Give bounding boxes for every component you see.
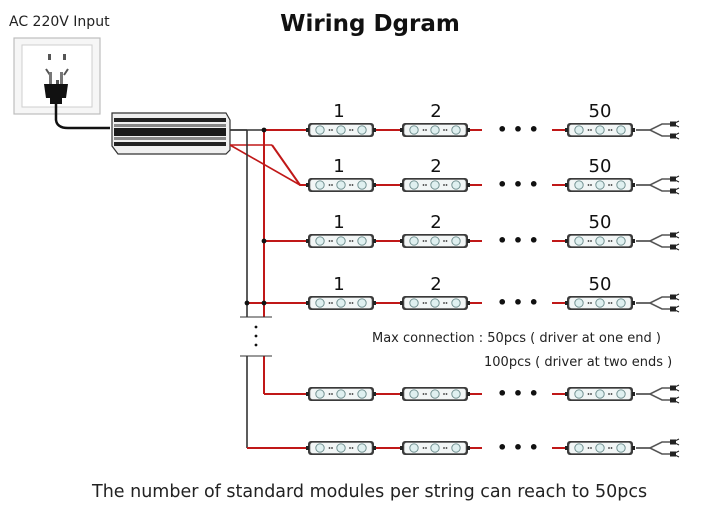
led-module bbox=[306, 122, 376, 138]
led-module bbox=[400, 440, 470, 456]
led-driver bbox=[111, 112, 231, 155]
wire-end-connector bbox=[636, 120, 680, 140]
module-number-label: 50 bbox=[589, 274, 612, 295]
junction-dot bbox=[261, 238, 267, 244]
module-number-label: 1 bbox=[333, 101, 344, 122]
input-label: AC 220V Input bbox=[9, 14, 110, 30]
led-module bbox=[565, 440, 635, 456]
led-module bbox=[565, 177, 635, 193]
module-number-label: 2 bbox=[430, 156, 441, 177]
led-module bbox=[400, 386, 470, 402]
bus-break bbox=[240, 316, 272, 357]
module-ellipsis: • • • bbox=[497, 175, 539, 194]
module-number-label: 1 bbox=[333, 274, 344, 295]
module-number-label: 2 bbox=[430, 212, 441, 233]
module-strings: 1 2 50 • • • 1 2 50 • • • 1 2 50 • • • 1 2 50 • • • • • … bbox=[306, 101, 680, 458]
led-module bbox=[306, 386, 376, 402]
junction-dot bbox=[261, 127, 267, 133]
wire-end-connector bbox=[636, 384, 680, 404]
module-number-label: 50 bbox=[589, 156, 612, 177]
led-module bbox=[565, 295, 635, 311]
module-ellipsis: • • • bbox=[497, 293, 539, 312]
led-module bbox=[400, 177, 470, 193]
max-connection-note: Max connection : 50pcs ( driver at one e… bbox=[372, 331, 661, 346]
caption: The number of standard modules per strin… bbox=[91, 482, 647, 502]
junction-dot bbox=[244, 300, 250, 306]
power-plug bbox=[44, 72, 110, 130]
led-module bbox=[565, 233, 635, 249]
led-module bbox=[400, 295, 470, 311]
module-number-label: 2 bbox=[430, 274, 441, 295]
led-module bbox=[400, 122, 470, 138]
module-ellipsis: • • • bbox=[497, 231, 539, 250]
wire-end-connector bbox=[636, 175, 680, 195]
bus-wires bbox=[229, 127, 567, 449]
max-connection-note-2: 100pcs ( driver at two ends ) bbox=[484, 355, 672, 370]
led-module bbox=[306, 440, 376, 456]
module-number-label: 50 bbox=[589, 101, 612, 122]
row2-feed bbox=[271, 144, 306, 186]
module-number-label: 1 bbox=[333, 156, 344, 177]
module-number-label: 50 bbox=[589, 212, 612, 233]
module-number-label: 2 bbox=[430, 101, 441, 122]
led-module bbox=[306, 233, 376, 249]
led-module bbox=[400, 233, 470, 249]
module-ellipsis: • • • bbox=[497, 438, 539, 457]
junction-dot bbox=[261, 300, 267, 306]
module-ellipsis: • • • bbox=[497, 120, 539, 139]
wire-end-connector bbox=[636, 231, 680, 251]
wire-end-connector bbox=[636, 293, 680, 313]
led-module bbox=[565, 386, 635, 402]
led-module bbox=[306, 177, 376, 193]
module-ellipsis: • • • bbox=[497, 384, 539, 403]
wire-end-connector bbox=[636, 438, 680, 458]
module-number-label: 1 bbox=[333, 212, 344, 233]
diagram-title: Wiring Dgram bbox=[280, 11, 460, 37]
led-module bbox=[565, 122, 635, 138]
led-module bbox=[306, 295, 376, 311]
